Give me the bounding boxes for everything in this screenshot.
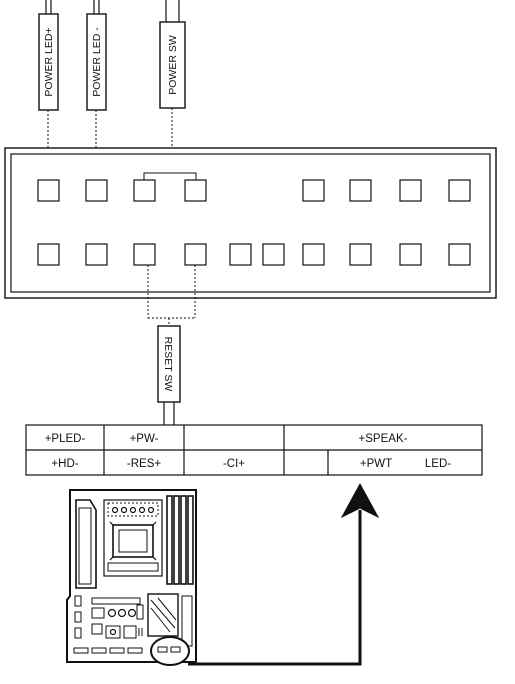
connector-highlight-circle (150, 636, 190, 666)
pin (262, 243, 285, 266)
cable-reset-sw: RESET SW (157, 325, 181, 425)
pin (85, 179, 108, 202)
pin (349, 243, 372, 266)
cable-label-power-led-minus: POWER LED - (91, 27, 103, 97)
motherboard-illustration (66, 489, 197, 666)
pin-row-top (37, 179, 471, 202)
top-lead-lines (47, 108, 173, 180)
pin (37, 243, 60, 266)
pin (349, 179, 372, 202)
reset-lead-lines (147, 265, 196, 326)
header-block (4, 147, 497, 299)
pin (37, 179, 60, 202)
cable-label-power-sw: POWER SW (167, 35, 179, 95)
table-cell-pwt: +PWT (360, 458, 392, 470)
table-cell-pw: +PW- (130, 433, 159, 445)
pin (302, 179, 325, 202)
power-sw-bracket (143, 172, 197, 182)
pin (184, 243, 207, 266)
cable-power-sw: POWER SW (159, 0, 186, 109)
pin (133, 243, 156, 266)
table-cell-pled: +PLED- (45, 433, 86, 445)
pin (184, 179, 207, 202)
cable-power-led-plus: POWER LED+ (38, 0, 59, 111)
cable-label-reset-sw: RESET SW (162, 337, 174, 392)
pin (85, 243, 108, 266)
cable-power-led-minus: POWER LED - (86, 0, 107, 111)
table-cell-led: LED- (425, 458, 451, 470)
table-cell-speak: +SPEAK- (359, 433, 408, 445)
pin (302, 243, 325, 266)
pin-table (25, 424, 483, 476)
table-cell-res: -RES+ (127, 458, 161, 470)
pin (448, 243, 471, 266)
table-cell-ci: -CI+ (223, 458, 245, 470)
pin (399, 243, 422, 266)
table-cell-hd: +HD- (51, 458, 78, 470)
arrow-head-icon (340, 482, 380, 519)
pin-row-bottom (37, 243, 471, 266)
pin-table-labels: +PLED- +PW- +SPEAK- +HD- -RES+ -CI+ +PWT… (45, 433, 452, 470)
pin (399, 179, 422, 202)
pin (133, 179, 156, 202)
pin (448, 179, 471, 202)
cable-label-power-led-plus: POWER LED+ (43, 27, 55, 96)
pin (229, 243, 252, 266)
pointer-arrow (188, 482, 380, 666)
